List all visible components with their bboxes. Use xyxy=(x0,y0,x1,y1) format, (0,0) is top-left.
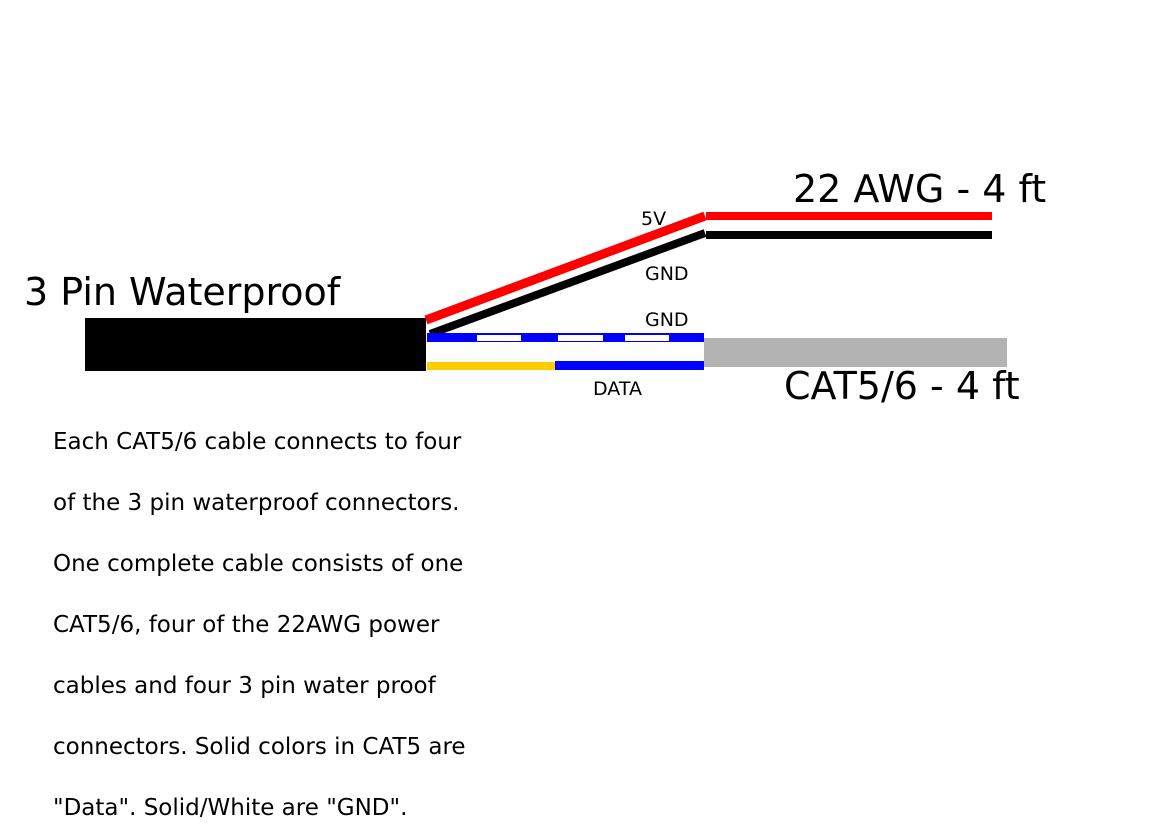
description-line: Each CAT5/6 cable connects to four xyxy=(53,429,462,455)
description-line: One complete cable consists of one xyxy=(53,551,464,577)
cat-cable-jacket xyxy=(704,338,1007,367)
cat-cable-title: CAT5/6 - 4 ft xyxy=(784,364,1020,408)
label-gnd-power: GND xyxy=(645,263,689,285)
description-line: cables and four 3 pin water proof xyxy=(53,673,436,699)
description-text: Each CAT5/6 cable connects to four of th… xyxy=(53,412,573,839)
wire-gnd-diagonal xyxy=(428,229,707,338)
label-gnd-cat: GND xyxy=(645,309,689,331)
description-line: "Data". Solid/White are "GND". xyxy=(53,795,408,821)
wire-cat-data xyxy=(427,361,704,370)
description-line: of the 3 pin waterproof connectors. xyxy=(53,490,460,516)
description-line: connectors. Solid colors in CAT5 are xyxy=(53,734,466,760)
wire-5v-diagonal xyxy=(424,211,707,325)
label-5v: 5V xyxy=(641,208,667,230)
label-data: DATA xyxy=(593,378,642,400)
description-line: CAT5/6, four of the 22AWG power xyxy=(53,612,440,638)
power-cable-title: 22 AWG - 4 ft xyxy=(793,167,1047,211)
connector-title: 3 Pin Waterproof xyxy=(24,270,341,314)
waterproof-connector-body xyxy=(85,318,426,371)
wire-cat-gnd-striped xyxy=(427,333,704,342)
